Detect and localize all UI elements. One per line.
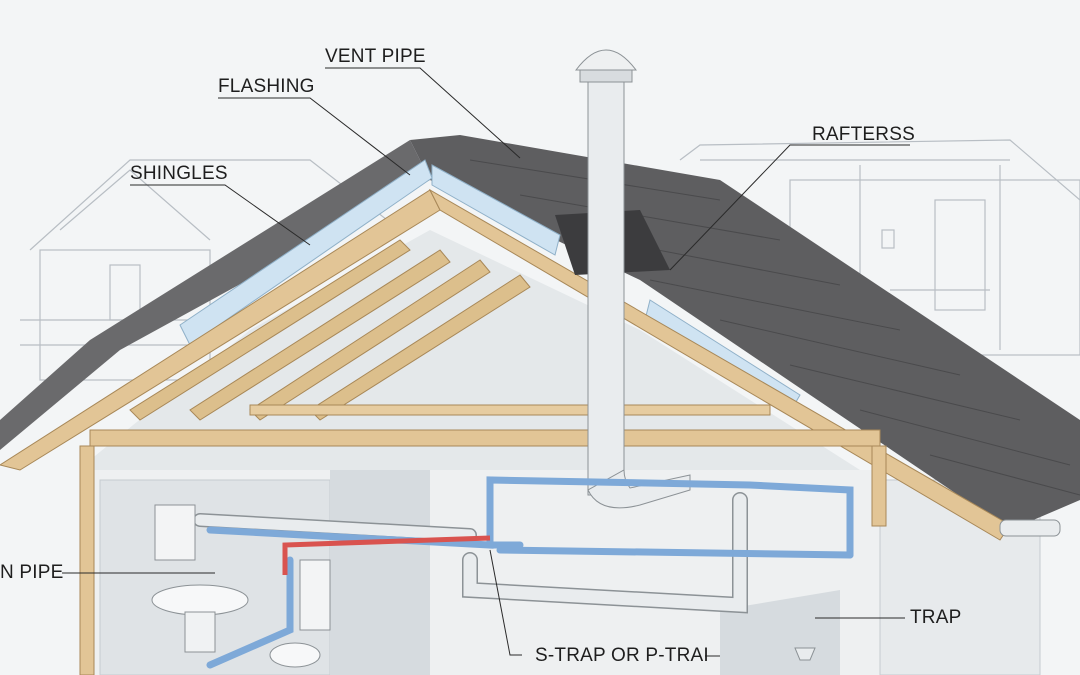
insulation-right [431, 164, 561, 256]
label-shingles: SHINGLES [130, 163, 228, 184]
label-vent-pipe: VENT PIPE [325, 46, 426, 67]
supply-pipes-cold [206, 476, 854, 669]
toilet-bowl [269, 642, 321, 668]
label-flashing: FLASHING [218, 76, 315, 97]
wall-cabinet [154, 504, 196, 561]
ceiling-joist [89, 429, 881, 447]
vent-cap [574, 49, 638, 71]
floor-drain-trap [794, 647, 816, 661]
label-rafters: RAFTERSS [812, 124, 915, 145]
toilet-tank [299, 559, 331, 631]
gutter [999, 519, 1061, 537]
sink [151, 584, 249, 616]
leader-lines [62, 67, 910, 657]
label-trap: TRAP [910, 607, 962, 628]
ceiling-joist-back [249, 404, 771, 416]
rafter-right [428, 188, 1011, 541]
label-s-trap: S-TRAP OR P-TRAI [535, 645, 709, 666]
wall-post-left [79, 445, 95, 675]
rafter-set [129, 239, 531, 421]
shingle-rows [469, 159, 1080, 496]
label-drain-pipe: N PIPE [0, 562, 64, 583]
partition-wall [330, 470, 430, 675]
vent-cap-base [579, 69, 633, 83]
vent-pipe [587, 74, 625, 496]
supply-pipe-hot [282, 535, 491, 575]
wall-post-right [871, 445, 887, 527]
sink-pedestal [184, 611, 216, 653]
shingle-roof-left [0, 140, 430, 450]
